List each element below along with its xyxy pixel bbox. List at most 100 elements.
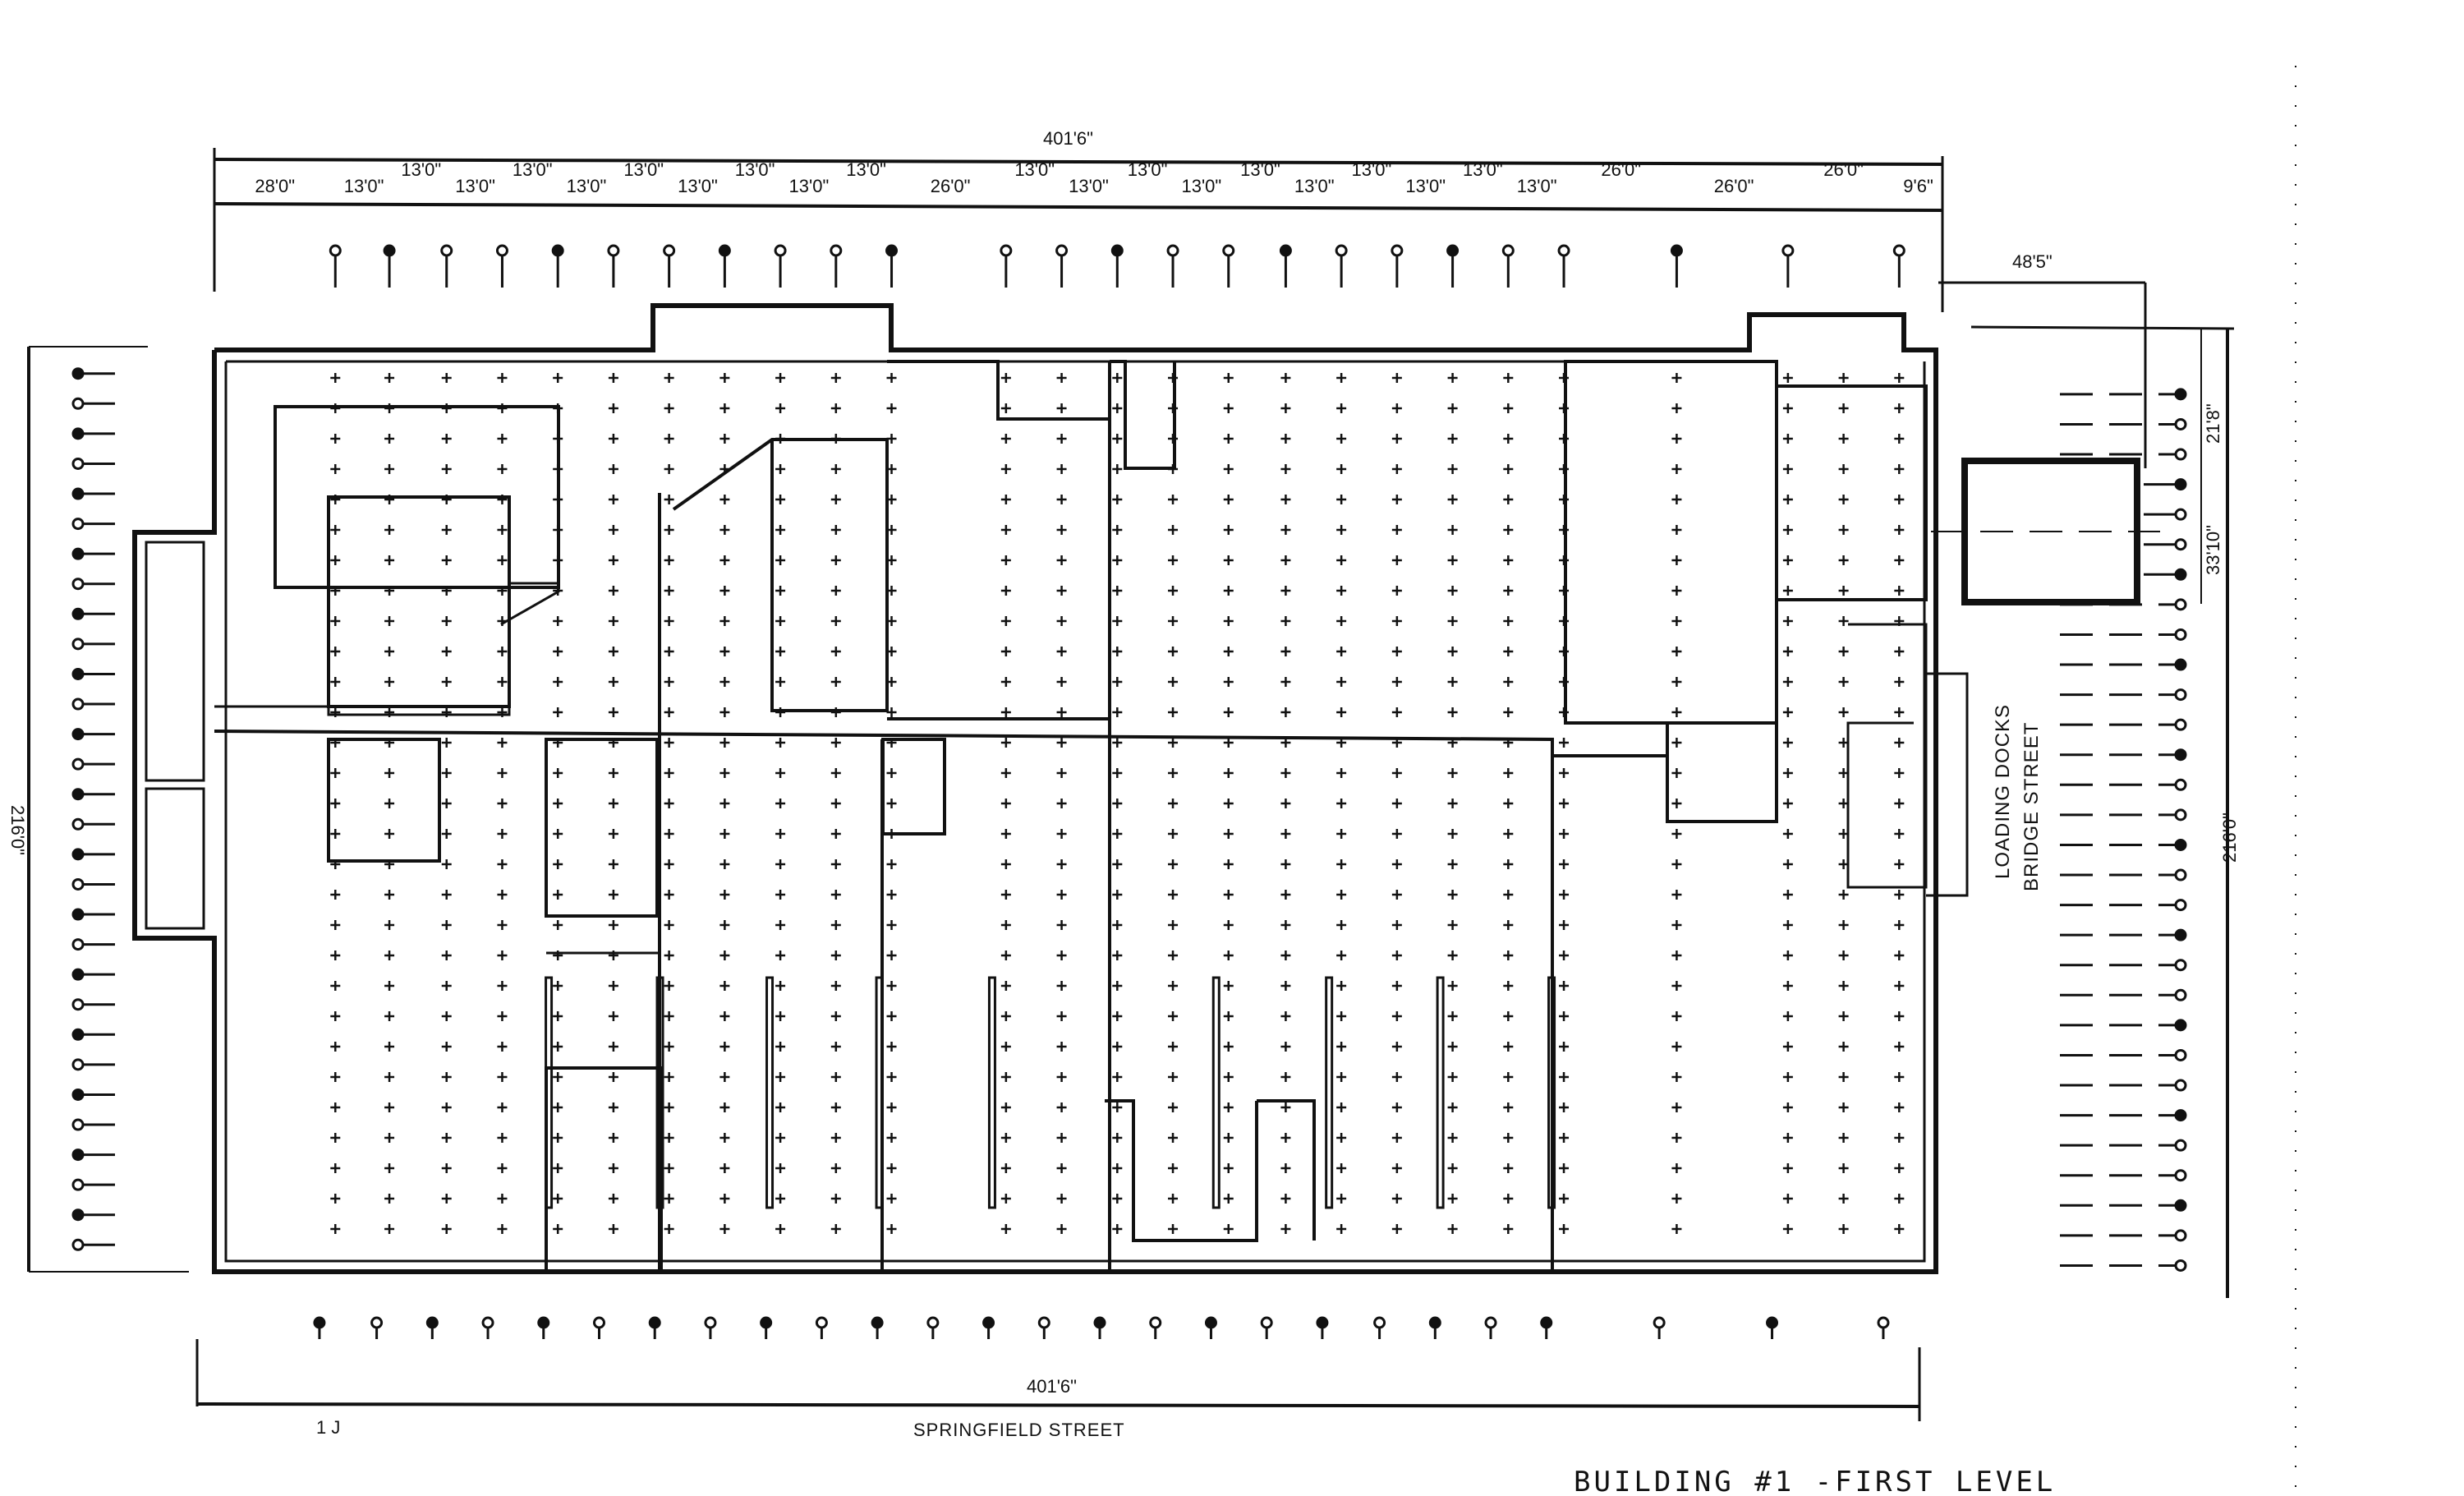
grid-marker [1503,647,1514,656]
grid-marker [1782,677,1793,687]
row-marker-icon [71,638,85,651]
row-marker-icon [71,1208,85,1222]
grid-marker [1223,616,1234,626]
grid-marker [441,890,452,900]
grid-marker [775,586,786,596]
grid-marker [1559,768,1570,778]
grid-marker [1894,677,1905,687]
grid-marker [1056,1163,1067,1173]
grid-marker [886,738,897,748]
grid-marker [1447,555,1458,565]
bay-dimension-label: 13'0" [1069,176,1109,196]
grid-marker [441,1072,452,1082]
grid-marker [886,403,897,413]
grid-marker [1782,403,1793,413]
grid-marker [384,434,395,444]
grid-marker [1671,829,1682,839]
column-marker-icon [815,1316,828,1329]
grid-marker [1671,677,1682,687]
row-marker-icon [71,487,85,500]
grid-marker [1782,434,1793,444]
grid-marker [830,859,841,869]
grid-marker [1894,1224,1905,1234]
grid-marker [1391,1102,1402,1112]
grid-marker [1336,373,1347,383]
grid-marker [1112,799,1123,808]
grid-marker [553,799,563,808]
grid-marker [1894,616,1905,626]
grid-marker [1838,981,1849,991]
grid-marker [1894,555,1905,565]
grid-marker [1336,738,1347,748]
grid-marker [1671,464,1682,474]
grid-marker [886,981,897,991]
grid-marker [608,1072,618,1082]
grid-marker [1447,799,1458,808]
grid-marker [1447,525,1458,535]
grid-marker [1838,677,1849,687]
bay-dimension-label: 26'0" [1714,176,1754,196]
grid-marker [719,647,730,656]
grid-marker [1559,829,1570,839]
row-marker-icon [2174,1019,2187,1032]
grid-marker [553,373,563,383]
column-marker-icon [370,1316,384,1329]
grid-marker [608,768,618,778]
grid-marker [1056,616,1067,626]
grid-marker [1223,890,1234,900]
grid-marker [1000,555,1011,565]
grid-marker [1056,677,1067,687]
grid-marker [441,495,452,504]
grid-marker [830,464,841,474]
grid-marker [719,464,730,474]
grid-marker [1223,464,1234,474]
grid-marker [1280,981,1291,991]
grid-marker [1894,434,1905,444]
column-marker-icon [481,1316,494,1329]
grid-marker [719,555,730,565]
grid-marker [497,464,508,474]
grid-marker [1671,890,1682,900]
grid-marker [886,1042,897,1052]
grid-marker [553,555,563,565]
grid-marker [1782,890,1793,900]
grid-marker [1503,464,1514,474]
grid-marker [1336,647,1347,656]
grid-marker [1056,920,1067,930]
bay-dimension-label: 13'0" [344,176,384,196]
grid-marker [1391,1163,1402,1173]
grid-marker [497,768,508,778]
grid-marker [1112,920,1123,930]
grid-marker [497,555,508,565]
grid-marker [1391,1011,1402,1021]
grid-marker [719,373,730,383]
grid-marker [886,1011,897,1021]
grid-marker [553,434,563,444]
grid-marker [1559,1102,1570,1112]
grid-marker [1894,1194,1905,1204]
grid-marker [1112,403,1123,413]
grid-marker [384,464,395,474]
grid-marker [553,859,563,869]
grid-marker [1782,738,1793,748]
grid-marker [1447,738,1458,748]
grid-marker [1280,1194,1291,1204]
grid-marker [664,738,674,748]
grid-marker [719,829,730,839]
grid-marker [1280,403,1291,413]
grid-marker [384,525,395,535]
column-marker-icon [1335,244,1348,257]
grid-marker [775,1011,786,1021]
grid-marker [1447,707,1458,717]
row-marker-icon [2174,778,2187,791]
column-marker-icon [1373,1316,1386,1329]
column-marker-icon [718,244,731,257]
grid-marker [664,768,674,778]
row-marker-icon [2174,988,2187,1001]
grid-marker [1671,1102,1682,1112]
grid-marker [553,981,563,991]
grid-marker [1056,1011,1067,1021]
grid-marker [1112,373,1123,383]
grid-marker [1223,1042,1234,1052]
row-marker-icon [71,938,85,951]
